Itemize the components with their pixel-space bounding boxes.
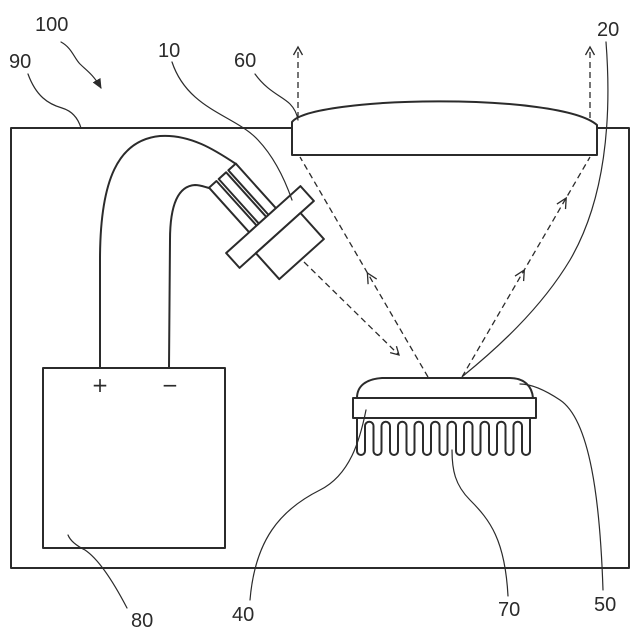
emitted-ray-left <box>300 157 428 377</box>
positive-wire <box>100 136 236 367</box>
ray-direction-chevron <box>557 198 566 209</box>
ref-label-100: 100 <box>35 14 68 36</box>
leader-line-70 <box>452 450 508 596</box>
laser-module <box>186 142 337 294</box>
leader-line-60 <box>255 74 298 120</box>
ref-label-20: 20 <box>597 19 619 41</box>
lens <box>292 101 597 155</box>
excitation-beam <box>304 262 399 355</box>
leader-line-90 <box>28 74 81 128</box>
ray-direction-chevron <box>367 273 376 284</box>
ref-label-50: 50 <box>594 594 616 616</box>
ref-label-70: 70 <box>498 599 520 621</box>
positive-terminal-label: + <box>92 373 109 397</box>
ref-label-10: 10 <box>158 40 180 62</box>
reference-arrow-100 <box>61 42 101 88</box>
negative-terminal-label: − <box>162 373 179 397</box>
power-supply-box <box>43 368 225 548</box>
phosphor-dome <box>357 378 533 398</box>
leader-line-40 <box>250 410 366 600</box>
ref-label-90: 90 <box>9 51 31 73</box>
ref-label-60: 60 <box>234 50 256 72</box>
heat-sink-fins <box>357 418 530 455</box>
leader-line-20 <box>463 42 608 376</box>
substrate-plate <box>353 398 536 418</box>
emitted-ray-right <box>462 157 590 377</box>
ref-label-40: 40 <box>232 604 254 626</box>
ref-label-80: 80 <box>131 610 153 632</box>
negative-wire <box>169 185 209 367</box>
ray-direction-chevron <box>515 270 524 281</box>
